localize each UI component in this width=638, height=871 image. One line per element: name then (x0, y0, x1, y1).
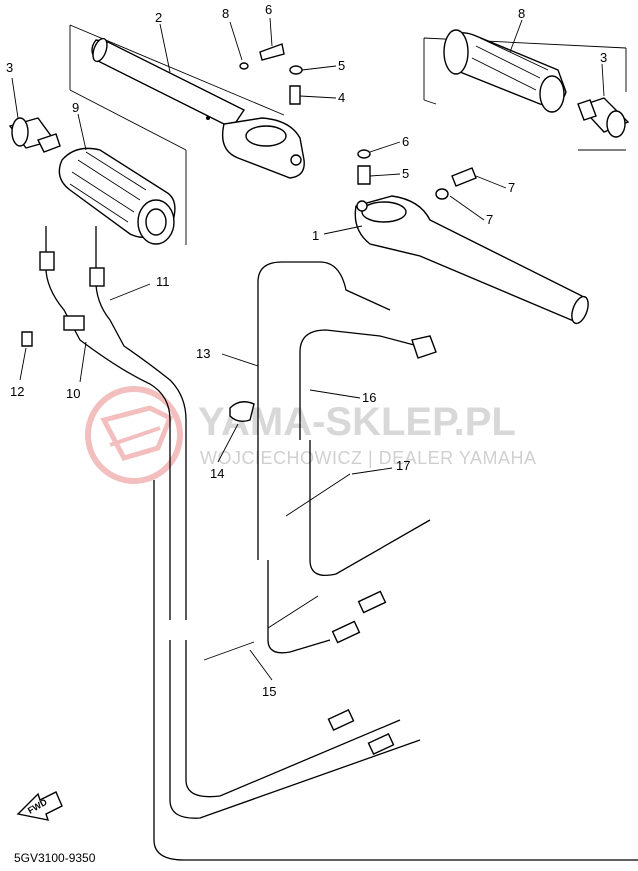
callout-16: 16 (362, 390, 376, 405)
callout-5: 6 (402, 134, 409, 149)
diagram-code: 5GV3100-9350 (14, 851, 96, 865)
throttle-cables (39, 226, 638, 861)
clutch-and-choke-cables (203, 261, 437, 756)
callout-11: 11 (156, 274, 170, 289)
handlebar-left (91, 37, 305, 179)
clamp (229, 401, 255, 423)
callout-10: 10 (66, 386, 80, 401)
callout-4: 4 (338, 90, 345, 105)
callout-2: 2 (155, 10, 162, 25)
callout-14: 14 (210, 466, 224, 481)
leader-lines (11, 17, 605, 681)
watermark: YAMA-SKLEP.PL WOJCIECHOWICZ | DEALER YAM… (85, 386, 537, 484)
screw (21, 331, 33, 347)
fasteners (239, 43, 477, 200)
callout-6: 7 (508, 180, 515, 195)
callout-17: 17 (396, 458, 410, 473)
callout-3: 3 (600, 50, 607, 65)
callout-5: 5 (338, 58, 345, 73)
callout-4: 5 (402, 166, 409, 181)
callout-15: 15 (262, 684, 276, 699)
callout-8: 8 (518, 6, 525, 21)
callout-13: 13 (196, 346, 210, 361)
callout-labels: 2 8 6 5 4 3 9 8 3 6 5 7 7 1 11 10 12 13 … (6, 2, 607, 699)
callout-1: 1 (312, 228, 319, 243)
callout-12: 12 (10, 384, 24, 399)
callout-3: 3 (6, 60, 13, 75)
yamaha-logo-watermark (85, 386, 183, 484)
callout-6: 6 (265, 2, 272, 17)
bar-end-weight-right (577, 97, 630, 138)
assembly-planes (69, 24, 627, 245)
watermark-subtitle: WOJCIECHOWICZ | DEALER YAMAHA (200, 448, 537, 468)
callout-9: 9 (72, 100, 79, 115)
callout-7: 7 (486, 212, 493, 227)
handlebar-right (354, 195, 589, 325)
grip-left (58, 147, 176, 245)
grip-right (443, 29, 567, 113)
fwd-arrow: FWD (16, 791, 63, 821)
bar-end-weight-left (8, 117, 61, 153)
callout-7: 8 (222, 6, 229, 21)
